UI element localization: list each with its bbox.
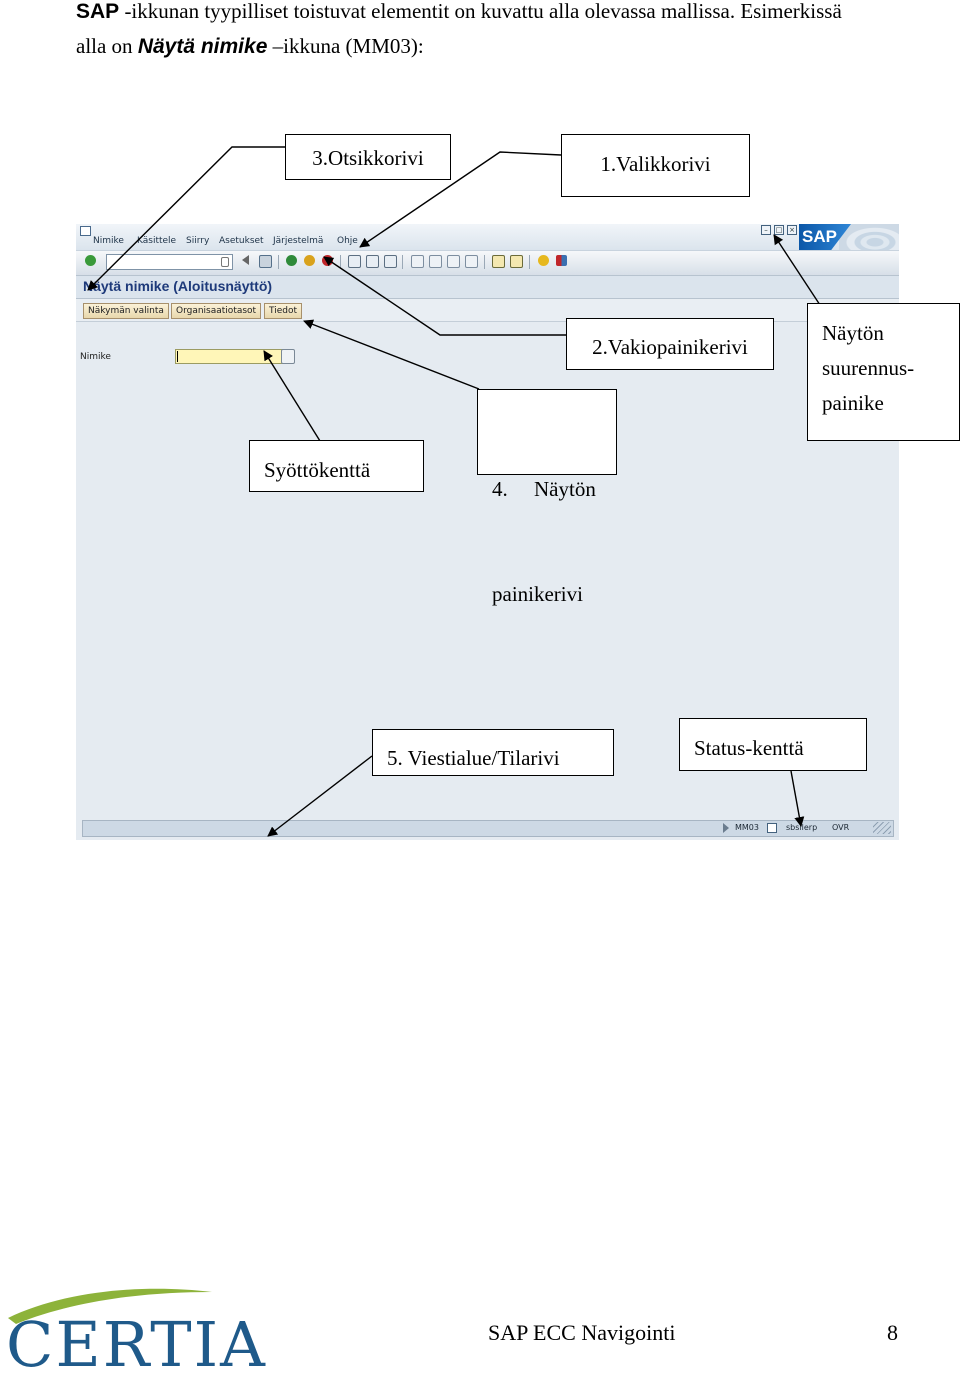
standard-toolbar <box>76 251 899 276</box>
arrow-message-area <box>267 755 373 837</box>
callout-title-row-text: 3.Otsikkorivi <box>312 146 424 170</box>
intro-line2-pre: alla on <box>76 34 138 58</box>
status-transaction: MM03 <box>735 823 759 832</box>
collapse-icon[interactable] <box>242 255 249 265</box>
callout-maximize-line3: painike <box>822 391 884 415</box>
screen-title: Näytä nimike (Aloitusnäyttö) <box>83 278 273 294</box>
previous-page-icon[interactable] <box>429 255 442 268</box>
org-levels-button[interactable]: Organisaatiotasot <box>171 303 262 319</box>
menu-item-ohje[interactable]: Ohje <box>337 236 358 246</box>
view-selection-button[interactable]: Näkymän valinta <box>83 303 169 319</box>
command-dropdown-icon[interactable] <box>221 257 229 267</box>
arrow-menu-row <box>359 151 562 248</box>
intro-line1: -ikkunan tyypilliset toistuvat elementit… <box>119 0 842 23</box>
certia-logo: CERTIA <box>6 1308 267 1381</box>
help-icon[interactable] <box>538 255 549 266</box>
close-icon[interactable]: × <box>787 225 797 235</box>
value-help-icon[interactable] <box>281 349 295 364</box>
callout-maximize: Näytön suurennus- painike <box>807 303 960 441</box>
callout-message-area-text: 5. Viestialue/Tilarivi <box>387 746 560 770</box>
new-session-icon[interactable] <box>492 255 505 268</box>
menu-item-asetukset[interactable]: Asetukset <box>219 236 264 246</box>
back-icon[interactable] <box>286 255 297 266</box>
find-next-icon[interactable] <box>384 255 397 268</box>
intro-paragraph: SAP -ikkunan tyypilliset toistuvat eleme… <box>76 0 906 64</box>
callout-app-toolbar-line1: 4. Näytön <box>492 477 596 501</box>
last-page-icon[interactable] <box>465 255 478 268</box>
menu-item-kasittele[interactable]: Käsittele <box>137 236 177 246</box>
sap-ripple-graphic <box>839 224 899 250</box>
callout-app-toolbar: 4. Näytön painikerivi <box>477 389 617 606</box>
toolbar-separator <box>340 255 341 269</box>
toolbar-separator <box>484 255 485 269</box>
page-number: 8 <box>887 1320 898 1345</box>
status-server: sbsllerp <box>786 823 818 832</box>
minimize-icon[interactable]: – <box>761 225 771 235</box>
find-icon[interactable] <box>366 255 379 268</box>
status-insert-mode: OVR <box>832 823 850 832</box>
first-page-icon[interactable] <box>411 255 424 268</box>
menu-item-jarjestelma[interactable]: Järjestelmä <box>273 236 324 246</box>
callout-status-field: Status-kenttä <box>679 718 867 771</box>
toolbar-separator <box>278 255 279 269</box>
status-info-icon[interactable] <box>767 823 777 833</box>
callout-input-field-text: Syöttökenttä <box>264 458 371 482</box>
callout-menu-row: 1.Valikkorivi <box>561 134 750 197</box>
print-icon[interactable] <box>348 255 361 268</box>
menu-item-siirry[interactable]: Siirry <box>186 236 210 246</box>
material-field-label: Nimike <box>80 352 111 362</box>
next-page-icon[interactable] <box>447 255 460 268</box>
enter-icon[interactable] <box>85 255 96 266</box>
intro-line2-post: –ikkuna (MM03): <box>267 34 424 58</box>
callout-maximize-line1: Näytön <box>822 321 884 345</box>
callout-standard-toolbar: 2.Vakiopainikerivi <box>566 318 774 370</box>
intro-brand: SAP <box>76 0 120 23</box>
callout-app-toolbar-line2: painikerivi <box>492 582 583 606</box>
arrow-maximize <box>773 234 821 306</box>
intro-emphasis: Näytä nimike <box>137 35 268 58</box>
toolbar-separator <box>529 255 530 269</box>
status-expand-icon[interactable] <box>723 823 729 833</box>
application-toolbar: Näkymän valinta Organisaatiotasot Tiedot <box>76 299 899 322</box>
arrow-app-toolbar <box>303 319 480 390</box>
status-bar: MM03 sbsllerp OVR <box>82 820 894 837</box>
title-bar: Näytä nimike (Aloitusnäyttö) <box>76 276 899 299</box>
save-icon[interactable] <box>259 255 272 268</box>
exit-icon[interactable] <box>304 255 315 266</box>
footer-title: SAP ECC Navigointi <box>488 1320 676 1345</box>
arrow-input-field <box>263 350 321 442</box>
toolbar-separator <box>402 255 403 269</box>
data-button[interactable]: Tiedot <box>264 303 303 319</box>
callout-input-field: Syöttökenttä <box>249 440 424 492</box>
arrow-status-field <box>790 770 805 827</box>
text-cursor <box>177 351 178 362</box>
menu-item-nimike[interactable]: Nimike <box>93 236 124 246</box>
callout-message-area: 5. Viestialue/Tilarivi <box>372 729 614 776</box>
callout-maximize-line2: suurennus- <box>822 356 915 380</box>
menu-bar: Nimike Käsittele Siirry Asetukset Järjes… <box>76 224 899 251</box>
arrow-title-row <box>87 146 285 291</box>
callout-standard-toolbar-text: 2.Vakiopainikerivi <box>592 335 748 359</box>
window-menu-icon[interactable] <box>80 226 91 236</box>
callout-menu-row-text: 1.Valikkorivi <box>600 152 711 176</box>
certia-swoosh <box>8 1288 212 1324</box>
customize-layout-icon[interactable] <box>556 255 567 266</box>
callout-title-row: 3.Otsikkorivi <box>285 134 451 180</box>
arrow-standard-toolbar <box>323 256 566 336</box>
command-field[interactable] <box>106 254 233 270</box>
callout-status-field-text: Status-kenttä <box>694 736 804 760</box>
shortcut-icon[interactable] <box>510 255 523 268</box>
resize-grip[interactable] <box>873 822 891 834</box>
